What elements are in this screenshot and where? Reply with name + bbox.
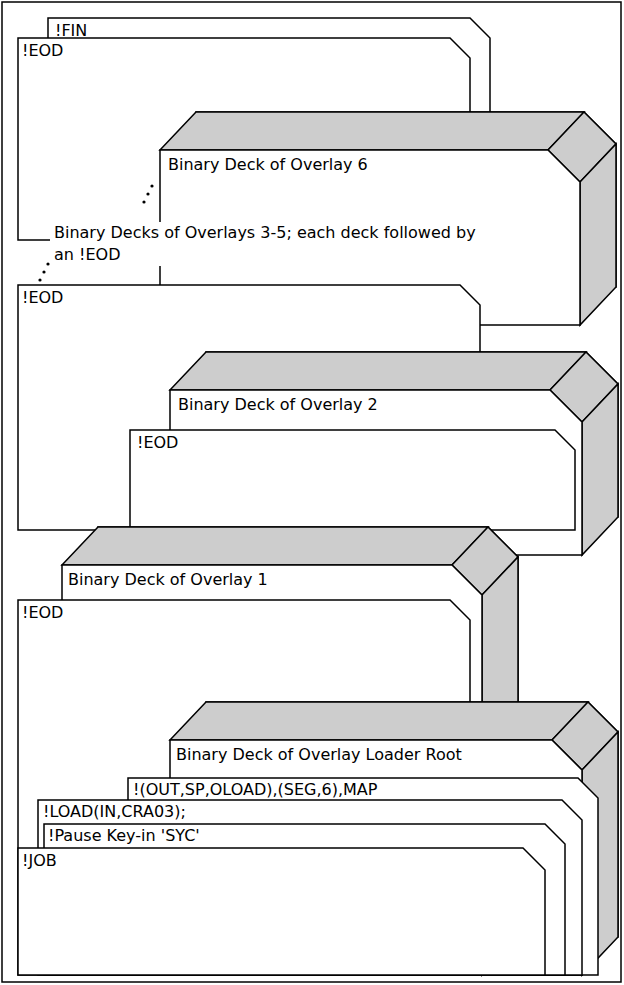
deck-label-box: Binary Deck of Overlay 2 <box>178 396 378 414</box>
deck-title: Binary Deck of Overlay 1 <box>68 571 268 589</box>
card-text: !EOD <box>137 434 178 452</box>
control-card <box>130 430 575 530</box>
deck-label-box: Binary Deck of Overlay 1 <box>68 571 268 589</box>
deck-top <box>160 112 584 150</box>
card-box: !EOD <box>22 289 63 307</box>
card-box: !LOAD(IN,CRA03); <box>43 803 186 821</box>
ellipsis-dot <box>146 192 149 195</box>
deck-side <box>580 144 616 325</box>
card-box: !EOD <box>22 604 63 622</box>
card-text: !EOD <box>22 604 63 622</box>
deck-side <box>582 384 618 555</box>
card-text: !(OUT,SP,OLOAD),(SEG,6),MAP <box>133 781 377 799</box>
card-box: !FIN <box>55 22 87 40</box>
card-box: !EOD <box>22 42 63 60</box>
card-text: !LOAD(IN,CRA03); <box>43 803 186 821</box>
ellipsis-dot <box>42 270 45 273</box>
card-text: !EOD <box>22 42 63 60</box>
card-text: !JOB <box>22 852 57 870</box>
deck-title: Binary Deck of Overlay 6 <box>168 156 368 174</box>
deck-top <box>62 527 488 565</box>
deck-label-box: Binary Deck of Overlay 6 <box>168 156 368 174</box>
deck-top <box>170 702 588 740</box>
deck-title: Binary Deck of Overlay 2 <box>178 396 378 414</box>
deck-label-box: Binary Deck of Overlay Loader Root <box>176 746 462 764</box>
card-box: !EOD <box>137 434 178 452</box>
ellipsis-note: Binary Decks of Overlays 3-5; each deck … <box>50 222 498 266</box>
deck-title: Binary Deck of Overlay Loader Root <box>176 746 462 764</box>
card-box: !(OUT,SP,OLOAD),(SEG,6),MAP <box>133 781 377 799</box>
card-box: !Pause Key-in 'SYC' <box>48 827 200 845</box>
card-box: !JOB <box>22 852 57 870</box>
card-text: !FIN <box>55 22 87 40</box>
card-text: !EOD <box>22 289 63 307</box>
ellipsis-dot <box>38 278 41 281</box>
control-card <box>18 848 545 975</box>
ellipsis-dot <box>150 184 153 187</box>
ellipsis-dot <box>142 200 145 203</box>
deck-top <box>170 352 586 390</box>
card-text: !Pause Key-in 'SYC' <box>48 827 200 845</box>
